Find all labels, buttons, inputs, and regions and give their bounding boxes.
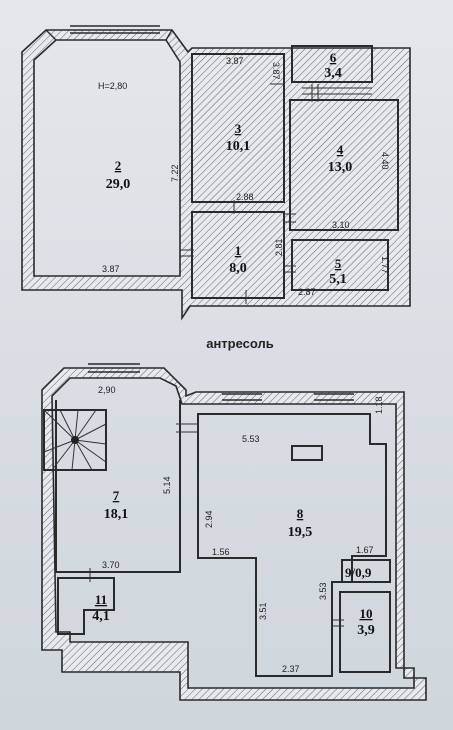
dim-room-8-lower-right: 3.53: [318, 582, 328, 600]
room-8-area: 19,5: [288, 525, 313, 540]
room-7-walls: [55, 400, 181, 573]
room-4-area: 13,0: [328, 160, 353, 175]
dim-room-4-bottom: 3.10: [332, 220, 350, 230]
spiral-staircase-icon: [43, 409, 107, 471]
room-1-number: 1: [235, 243, 242, 258]
dim-room-7-bottom: 3.70: [102, 560, 120, 570]
dim-room-7-top: 2,90: [98, 385, 116, 395]
dim-room-3-top: 3.87: [226, 56, 244, 66]
room-3-number: 3: [235, 121, 242, 136]
dim-room-5-side: 1.77: [380, 256, 390, 274]
dim-room-3-side: 3.87: [271, 62, 281, 80]
room-1-area: 8,0: [229, 261, 247, 276]
room-9-walls: [341, 559, 391, 583]
room-6-number: 6: [330, 50, 337, 65]
room-4-number: 4: [337, 142, 344, 157]
dim-room-2-height: 7.22: [170, 164, 180, 182]
dim-room-4-side: 4.40: [380, 152, 390, 170]
section-label-antresol: антресоль: [206, 336, 274, 351]
dim-room-7-height: 5.14: [162, 476, 172, 494]
room-9-label: 9/0,9: [345, 565, 372, 580]
room-10-walls: [339, 591, 391, 673]
room-4-walls: [289, 99, 399, 231]
dim-room-2-bottom: 3.87: [102, 264, 120, 274]
room-3-walls: [191, 53, 285, 203]
room-5-number: 5: [335, 256, 342, 271]
dim-room-1-side: 2.81: [274, 238, 284, 256]
room-10-number: 10: [360, 606, 373, 621]
room-1-walls: [191, 211, 285, 299]
mezzanine-outer-wall: [41, 367, 427, 701]
room-6-walls: [291, 45, 373, 83]
dim-room-8-left: 2.94: [204, 510, 214, 528]
dim-room-8-lower-left: 3.51: [258, 602, 268, 620]
dim-room-8-bottom: 2.37: [282, 664, 300, 674]
mezzanine-door-marks: [89, 423, 344, 627]
dim-room-3-bottom: 2.88: [236, 192, 254, 202]
room-2-area: 29,0: [106, 177, 131, 192]
dim-room-8-niche: 1.18: [374, 396, 384, 414]
room-11-walls: [57, 577, 115, 635]
room-7-number: 7: [113, 488, 120, 503]
window-right-2: [314, 393, 354, 401]
room-2-number: 2: [115, 158, 122, 173]
ceiling-height: H=2,80: [98, 81, 127, 91]
room-3-area: 10,1: [226, 139, 251, 154]
room-5-area: 5,1: [329, 272, 347, 287]
dim-room-9-top: 1.67: [356, 545, 374, 555]
mezzanine-floor-plan: 7 18,1 8 19,5 9/0,9 10 3,9 11 4,1 2,90 5…: [41, 363, 427, 701]
room-6-area: 3,4: [324, 66, 342, 81]
room-5-walls: [291, 239, 389, 291]
window-right-1: [222, 393, 262, 401]
room-8-column: [291, 445, 323, 461]
dim-room-5-bottom: 2.87: [298, 287, 316, 297]
dim-room-8-top: 5.53: [242, 434, 260, 444]
room-11-number: 11: [95, 592, 107, 607]
mezzanine-window: [88, 363, 140, 373]
dim-room-8-step: 1.56: [212, 547, 230, 557]
upper-floor-plan: H=2,80 2 29,0 3 10,1 4 13,0 1 8,0 5 5,1 …: [21, 25, 411, 321]
upper-door-marks: [180, 83, 319, 304]
room-11-area: 4,1: [92, 609, 110, 624]
room-7-area: 18,1: [104, 507, 129, 522]
bay-window-room-2: [45, 25, 173, 41]
room-8-number: 8: [297, 506, 304, 521]
room-10-area: 3,9: [357, 623, 375, 638]
